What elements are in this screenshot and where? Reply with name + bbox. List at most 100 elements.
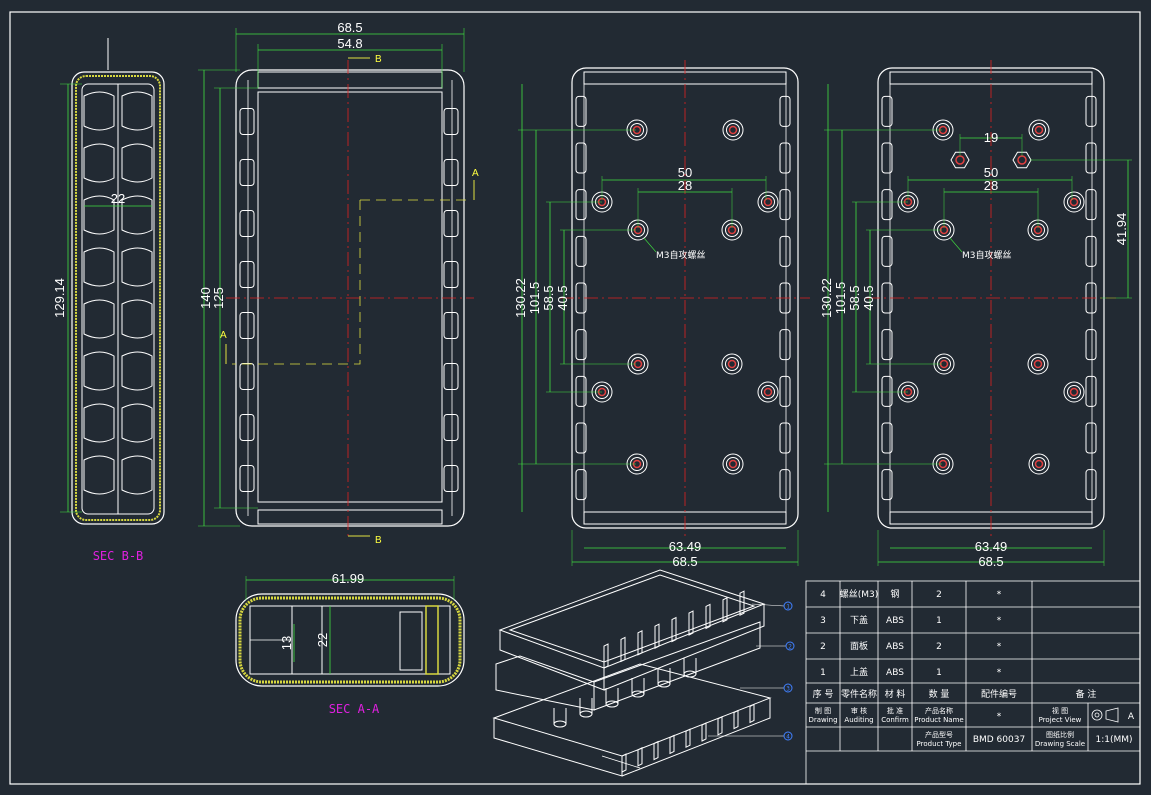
tb-row-code: * bbox=[997, 642, 1002, 652]
dim-aa-h1: 13 bbox=[279, 636, 294, 650]
balloon-3: 3 bbox=[783, 683, 793, 693]
section-aa-view: 61.99 13 22 SEC A-A bbox=[235, 571, 465, 716]
tb-row-code: * bbox=[997, 616, 1002, 626]
balloon-leaders bbox=[708, 603, 786, 737]
dim-bvl-40: 40.5 bbox=[555, 285, 570, 310]
dim-top-height-inner: 125 bbox=[211, 287, 226, 309]
dim-bvr-40: 40.5 bbox=[861, 285, 876, 310]
dim-aa-h2: 22 bbox=[315, 633, 330, 647]
tb-row-name: 螺丝(M3) bbox=[840, 588, 879, 600]
dim-bvl-58: 58.5 bbox=[541, 285, 556, 310]
dim-bvr-28: 28 bbox=[984, 178, 998, 193]
dim-top-height-outer: 140 bbox=[198, 287, 213, 309]
tb-row-material: ABS bbox=[886, 616, 904, 626]
title-block-rows: 4 螺丝(M3) 钢 2 * 3 下盖 ABS 1 * 2 面板 ABS 2 * 1 上盖 ABS 1 * bbox=[820, 588, 1002, 678]
tb-project-view-en: Project View bbox=[1039, 716, 1082, 724]
title-block bbox=[805, 580, 1141, 785]
dim-bvr-41: 41.94 bbox=[1114, 213, 1129, 246]
dim-bb-inner: 22 bbox=[111, 191, 125, 206]
tb-product-name-en: Product Name bbox=[914, 716, 963, 724]
balloon-4: 4 bbox=[783, 731, 793, 741]
sec-bb-label: SEC B-B bbox=[93, 549, 144, 563]
tb-row-material: ABS bbox=[886, 642, 904, 652]
tb-drawing-en: Drawing bbox=[808, 716, 837, 724]
tb-header-qty: 数 量 bbox=[929, 688, 950, 700]
projection-symbol-icon bbox=[1091, 707, 1119, 723]
svg-text:1: 1 bbox=[786, 604, 790, 611]
tb-product-name-cn: 产品名称 bbox=[925, 706, 953, 715]
tb-view-label: A bbox=[1128, 712, 1135, 722]
tb-header-material: 材 料 bbox=[885, 688, 906, 700]
tb-row-no: 4 bbox=[820, 590, 826, 600]
tb-confirm-cn: 批 准 bbox=[887, 706, 903, 715]
section-marker-a-right: A bbox=[472, 168, 479, 179]
tb-row-qty: 1 bbox=[936, 668, 942, 678]
dim-bvl-28: 28 bbox=[678, 178, 692, 193]
dim-bvl-101: 101.5 bbox=[527, 282, 542, 315]
title-block-info: 制 图 Drawing 审 核 Auditing 批 准 Confirm 产品名… bbox=[808, 706, 1134, 748]
tb-scale-en: Drawing Scale bbox=[1035, 740, 1085, 748]
sec-aa-label: SEC A-A bbox=[329, 702, 380, 716]
tb-row-qty: 2 bbox=[936, 590, 942, 600]
section-marker-b-top: B bbox=[375, 54, 382, 65]
section-bb-view: 129.14 22 SEC B-B bbox=[52, 38, 165, 563]
drawing-frame bbox=[9, 11, 1141, 785]
dim-bb-height: 129.14 bbox=[52, 278, 67, 318]
bottom-view-right: 130.22 101.5 58.5 40.5 19 50 28 41.94 M3… bbox=[819, 60, 1132, 569]
dim-bvr-w-outer: 68.5 bbox=[978, 554, 1003, 569]
note-bvr-m3: M3自攻螺丝 bbox=[962, 249, 1012, 261]
dim-bvr-19: 19 bbox=[984, 130, 998, 145]
tb-product-name-val: * bbox=[997, 712, 1002, 722]
tb-product-type-val: BMD 60037 bbox=[973, 735, 1025, 745]
tb-scale-cn: 图纸比例 bbox=[1046, 730, 1074, 739]
dim-aa-width: 61.99 bbox=[332, 571, 365, 586]
tb-row-code: * bbox=[997, 668, 1002, 678]
dim-bvr-50: 50 bbox=[984, 165, 998, 180]
tb-row-code: * bbox=[997, 590, 1002, 600]
tb-drawing-cn: 制 图 bbox=[815, 706, 831, 715]
balloon-1: 1 bbox=[783, 601, 793, 611]
bottom-view-left: 130.22 101.5 58.5 40.5 50 28 M3自攻螺丝 63.4… bbox=[513, 60, 810, 569]
dim-top-width-outer: 68.5 bbox=[337, 20, 362, 35]
top-view: B B A A 68.5 54.8 140 125 bbox=[198, 20, 479, 546]
section-marker-a-left: A bbox=[220, 330, 227, 341]
isometric-exploded-view bbox=[492, 569, 772, 777]
tb-row-no: 2 bbox=[820, 642, 826, 652]
tb-auditing-en: Auditing bbox=[844, 716, 873, 724]
dim-bvl-w-inner: 63.49 bbox=[669, 539, 702, 554]
note-bvl-m3: M3自攻螺丝 bbox=[656, 249, 706, 261]
tb-product-type-en: Product Type bbox=[917, 740, 962, 748]
title-block-header: 序 号 零件名称 材 料 数 量 配件编号 备 注 bbox=[813, 688, 1097, 700]
tb-row-name: 下盖 bbox=[850, 614, 868, 626]
tb-row-qty: 2 bbox=[936, 642, 942, 652]
svg-text:4: 4 bbox=[786, 734, 790, 741]
tb-scale-val: 1:1(MM) bbox=[1095, 735, 1132, 745]
dim-bvl-w-outer: 68.5 bbox=[672, 554, 697, 569]
dim-bvl-50: 50 bbox=[678, 165, 692, 180]
tb-header-name: 零件名称 bbox=[841, 688, 877, 700]
tb-row-no: 1 bbox=[820, 668, 826, 678]
tb-product-type-cn: 产品型号 bbox=[925, 730, 953, 739]
tb-row-name: 面板 bbox=[850, 640, 868, 652]
tb-row-no: 3 bbox=[820, 616, 826, 626]
tb-project-view-cn: 视 图 bbox=[1052, 706, 1068, 715]
dim-bvr-58: 58.5 bbox=[847, 285, 862, 310]
tb-header-no: 序 号 bbox=[813, 688, 834, 700]
svg-text:3: 3 bbox=[786, 686, 790, 693]
dim-bvr-130: 130.22 bbox=[819, 278, 834, 318]
tb-row-material: ABS bbox=[886, 668, 904, 678]
balloon-2: 2 bbox=[785, 641, 795, 651]
tb-header-remark: 备 注 bbox=[1076, 688, 1097, 700]
dim-bvl-130: 130.22 bbox=[513, 278, 528, 318]
tb-confirm-en: Confirm bbox=[881, 716, 909, 724]
dim-top-width-inner: 54.8 bbox=[337, 36, 362, 51]
tb-row-name: 上盖 bbox=[850, 666, 868, 678]
svg-text:2: 2 bbox=[788, 644, 792, 651]
tb-row-material: 钢 bbox=[890, 588, 899, 600]
tb-row-qty: 1 bbox=[936, 616, 942, 626]
section-marker-b-bottom: B bbox=[375, 535, 382, 546]
dim-bvr-w-inner: 63.49 bbox=[975, 539, 1008, 554]
dim-bvr-101: 101.5 bbox=[833, 282, 848, 315]
tb-auditing-cn: 审 核 bbox=[851, 706, 867, 715]
